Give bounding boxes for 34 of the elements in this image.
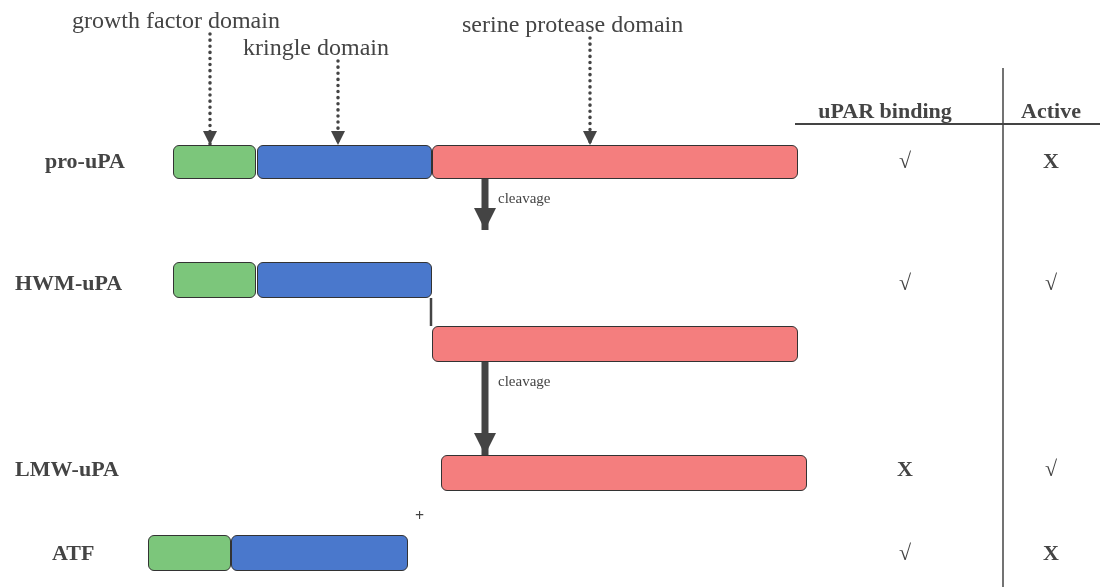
row-label: LMW-uPA [15,458,119,480]
plus-sign: + [415,508,425,524]
table-cell: X [897,458,913,480]
table-cell: √ [1044,272,1058,294]
column-header: Active [1021,100,1081,122]
arrow [474,362,496,455]
leader-arrow [583,36,597,147]
domain-bar [257,262,432,298]
row-label: ATF [52,542,95,564]
leader-arrow [203,32,217,147]
domain-bar [173,262,256,298]
domain-label: growth factor domain [72,8,280,32]
table-cell: √ [898,272,912,294]
leader-arrow [331,59,345,147]
connector-line [429,298,433,326]
edge-label: cleavage [498,374,551,389]
row-label: HWM-uPA [15,272,123,294]
domain-bar [173,145,256,179]
table-cell: √ [898,150,912,172]
domain-label: kringle domain [243,35,389,59]
domain-bar [432,145,798,179]
domain-bar [257,145,432,179]
domain-bar [148,535,231,571]
domain-label: serine protease domain [462,12,684,36]
table-cell: √ [898,542,912,564]
edge-label: cleavage [498,191,551,206]
domain-bar [231,535,408,571]
row-label: pro-uPA [45,150,125,172]
table-cell: √ [1044,458,1058,480]
domain-bar [441,455,807,491]
column-header: uPAR binding [818,100,952,122]
domain-bar [432,326,798,362]
table-cell: X [1043,542,1059,564]
table-cell: X [1043,150,1059,172]
